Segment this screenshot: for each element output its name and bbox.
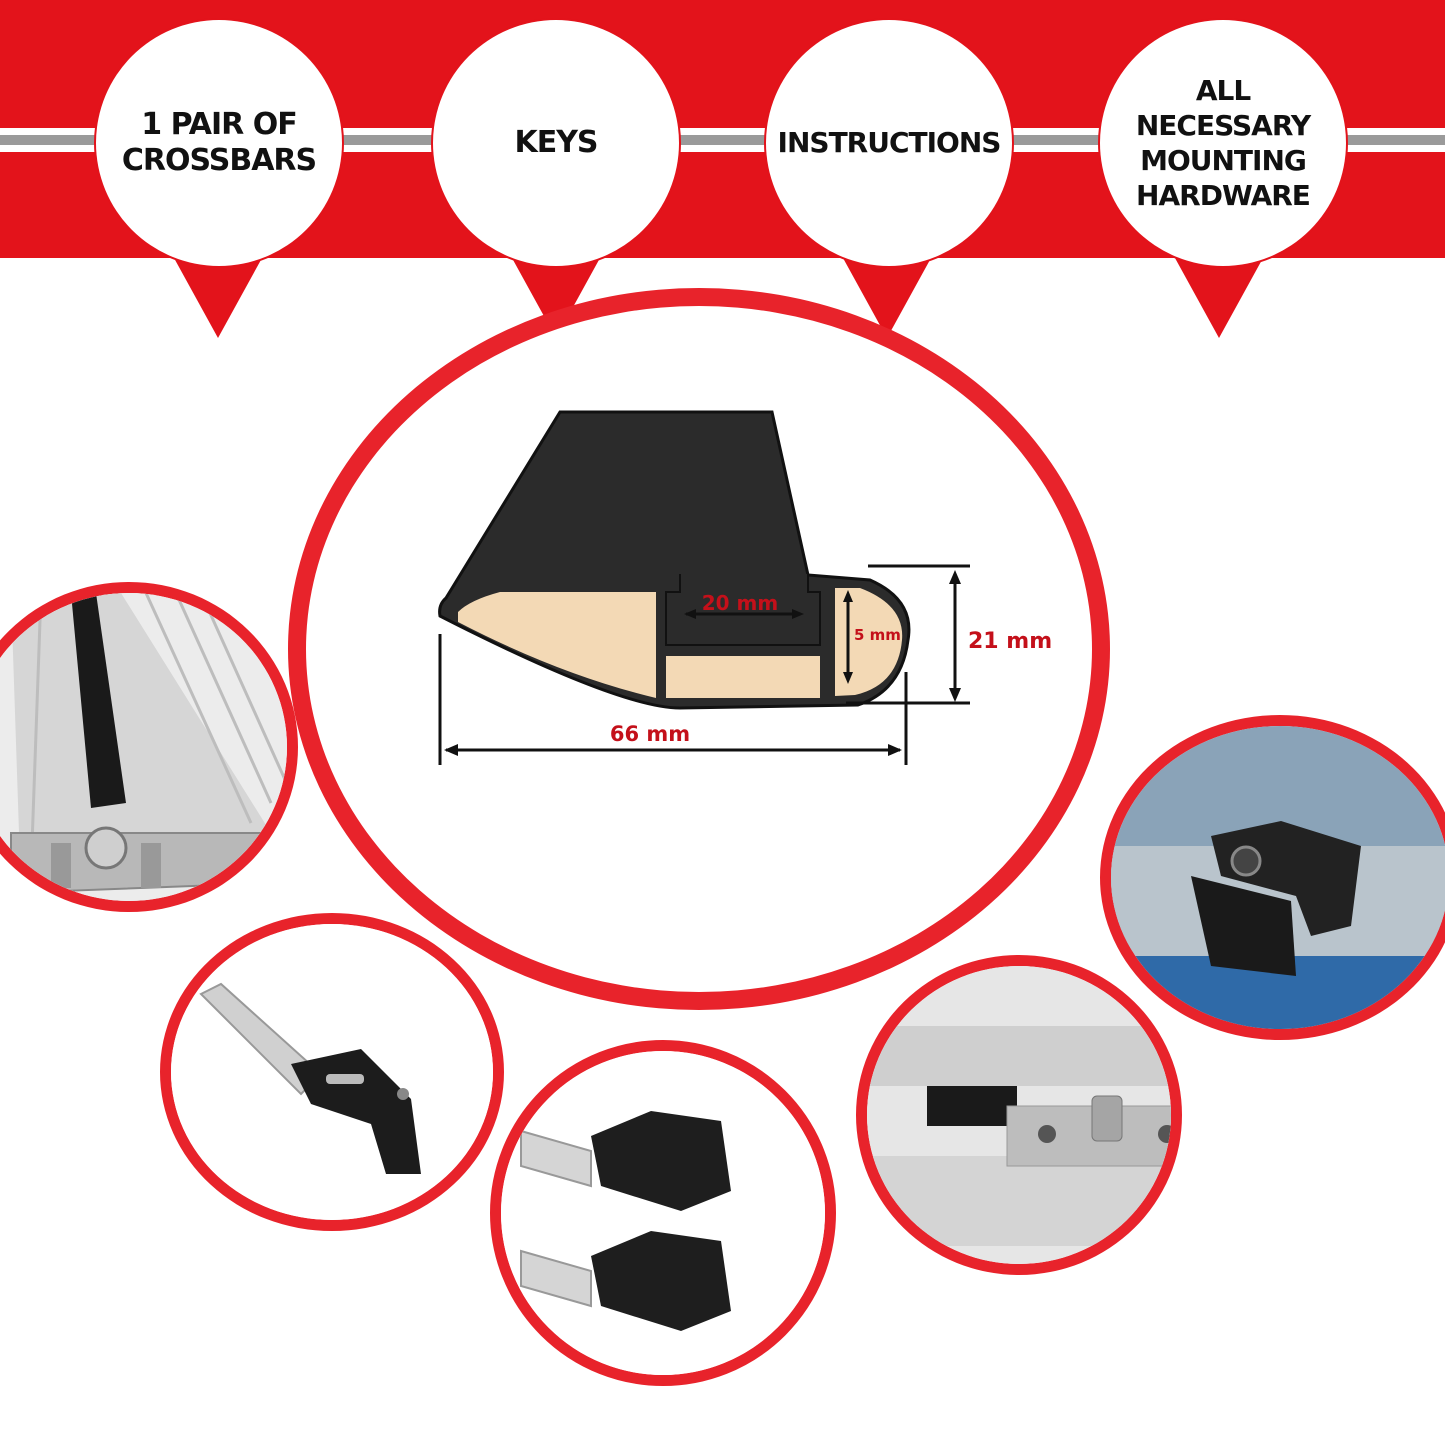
badge-crossbars-label: 1 PAIR OF CROSSBARS	[121, 107, 317, 178]
dimension-height-label: 21 mm	[968, 629, 1052, 654]
crossbar-end-cap-photo	[171, 924, 493, 1220]
photo-ring-bar-section	[0, 582, 298, 912]
banner-stripe-inner	[0, 135, 1445, 145]
dimension-depth-label: 5 mm	[854, 626, 901, 644]
profile-core-bottom	[666, 656, 820, 698]
badge-pointer	[1175, 258, 1263, 338]
photo-ring-feet-pair	[490, 1040, 836, 1386]
badge-keys-label: KEYS	[514, 125, 598, 160]
aluminum-bar-section-photo	[0, 593, 287, 901]
crossbar-feet-pair-photo	[501, 1051, 825, 1375]
badge-instructions: INSTRUCTIONS	[766, 20, 1012, 266]
roof-mounted-foot-photo	[1111, 726, 1445, 1029]
profile-core-right	[835, 588, 903, 696]
photo-ring-roof-foot	[1100, 715, 1445, 1040]
t-slot-bolt-photo	[867, 966, 1171, 1264]
badge-pointer	[174, 258, 262, 338]
dimension-width-label: 66 mm	[610, 722, 690, 746]
profile-slot	[665, 574, 821, 646]
profile-core-left	[458, 592, 656, 698]
badge-crossbars: 1 PAIR OF CROSSBARS	[96, 20, 342, 266]
badge-hardware: ALL NECESSARY MOUNTING HARDWARE	[1100, 20, 1346, 266]
photo-ring-end-cap	[160, 913, 504, 1231]
badge-keys: KEYS	[433, 20, 679, 266]
dimension-slot-label: 20 mm	[702, 591, 778, 615]
badge-hardware-label: ALL NECESSARY MOUNTING HARDWARE	[1135, 74, 1311, 212]
badge-instructions-label: INSTRUCTIONS	[777, 126, 1002, 159]
